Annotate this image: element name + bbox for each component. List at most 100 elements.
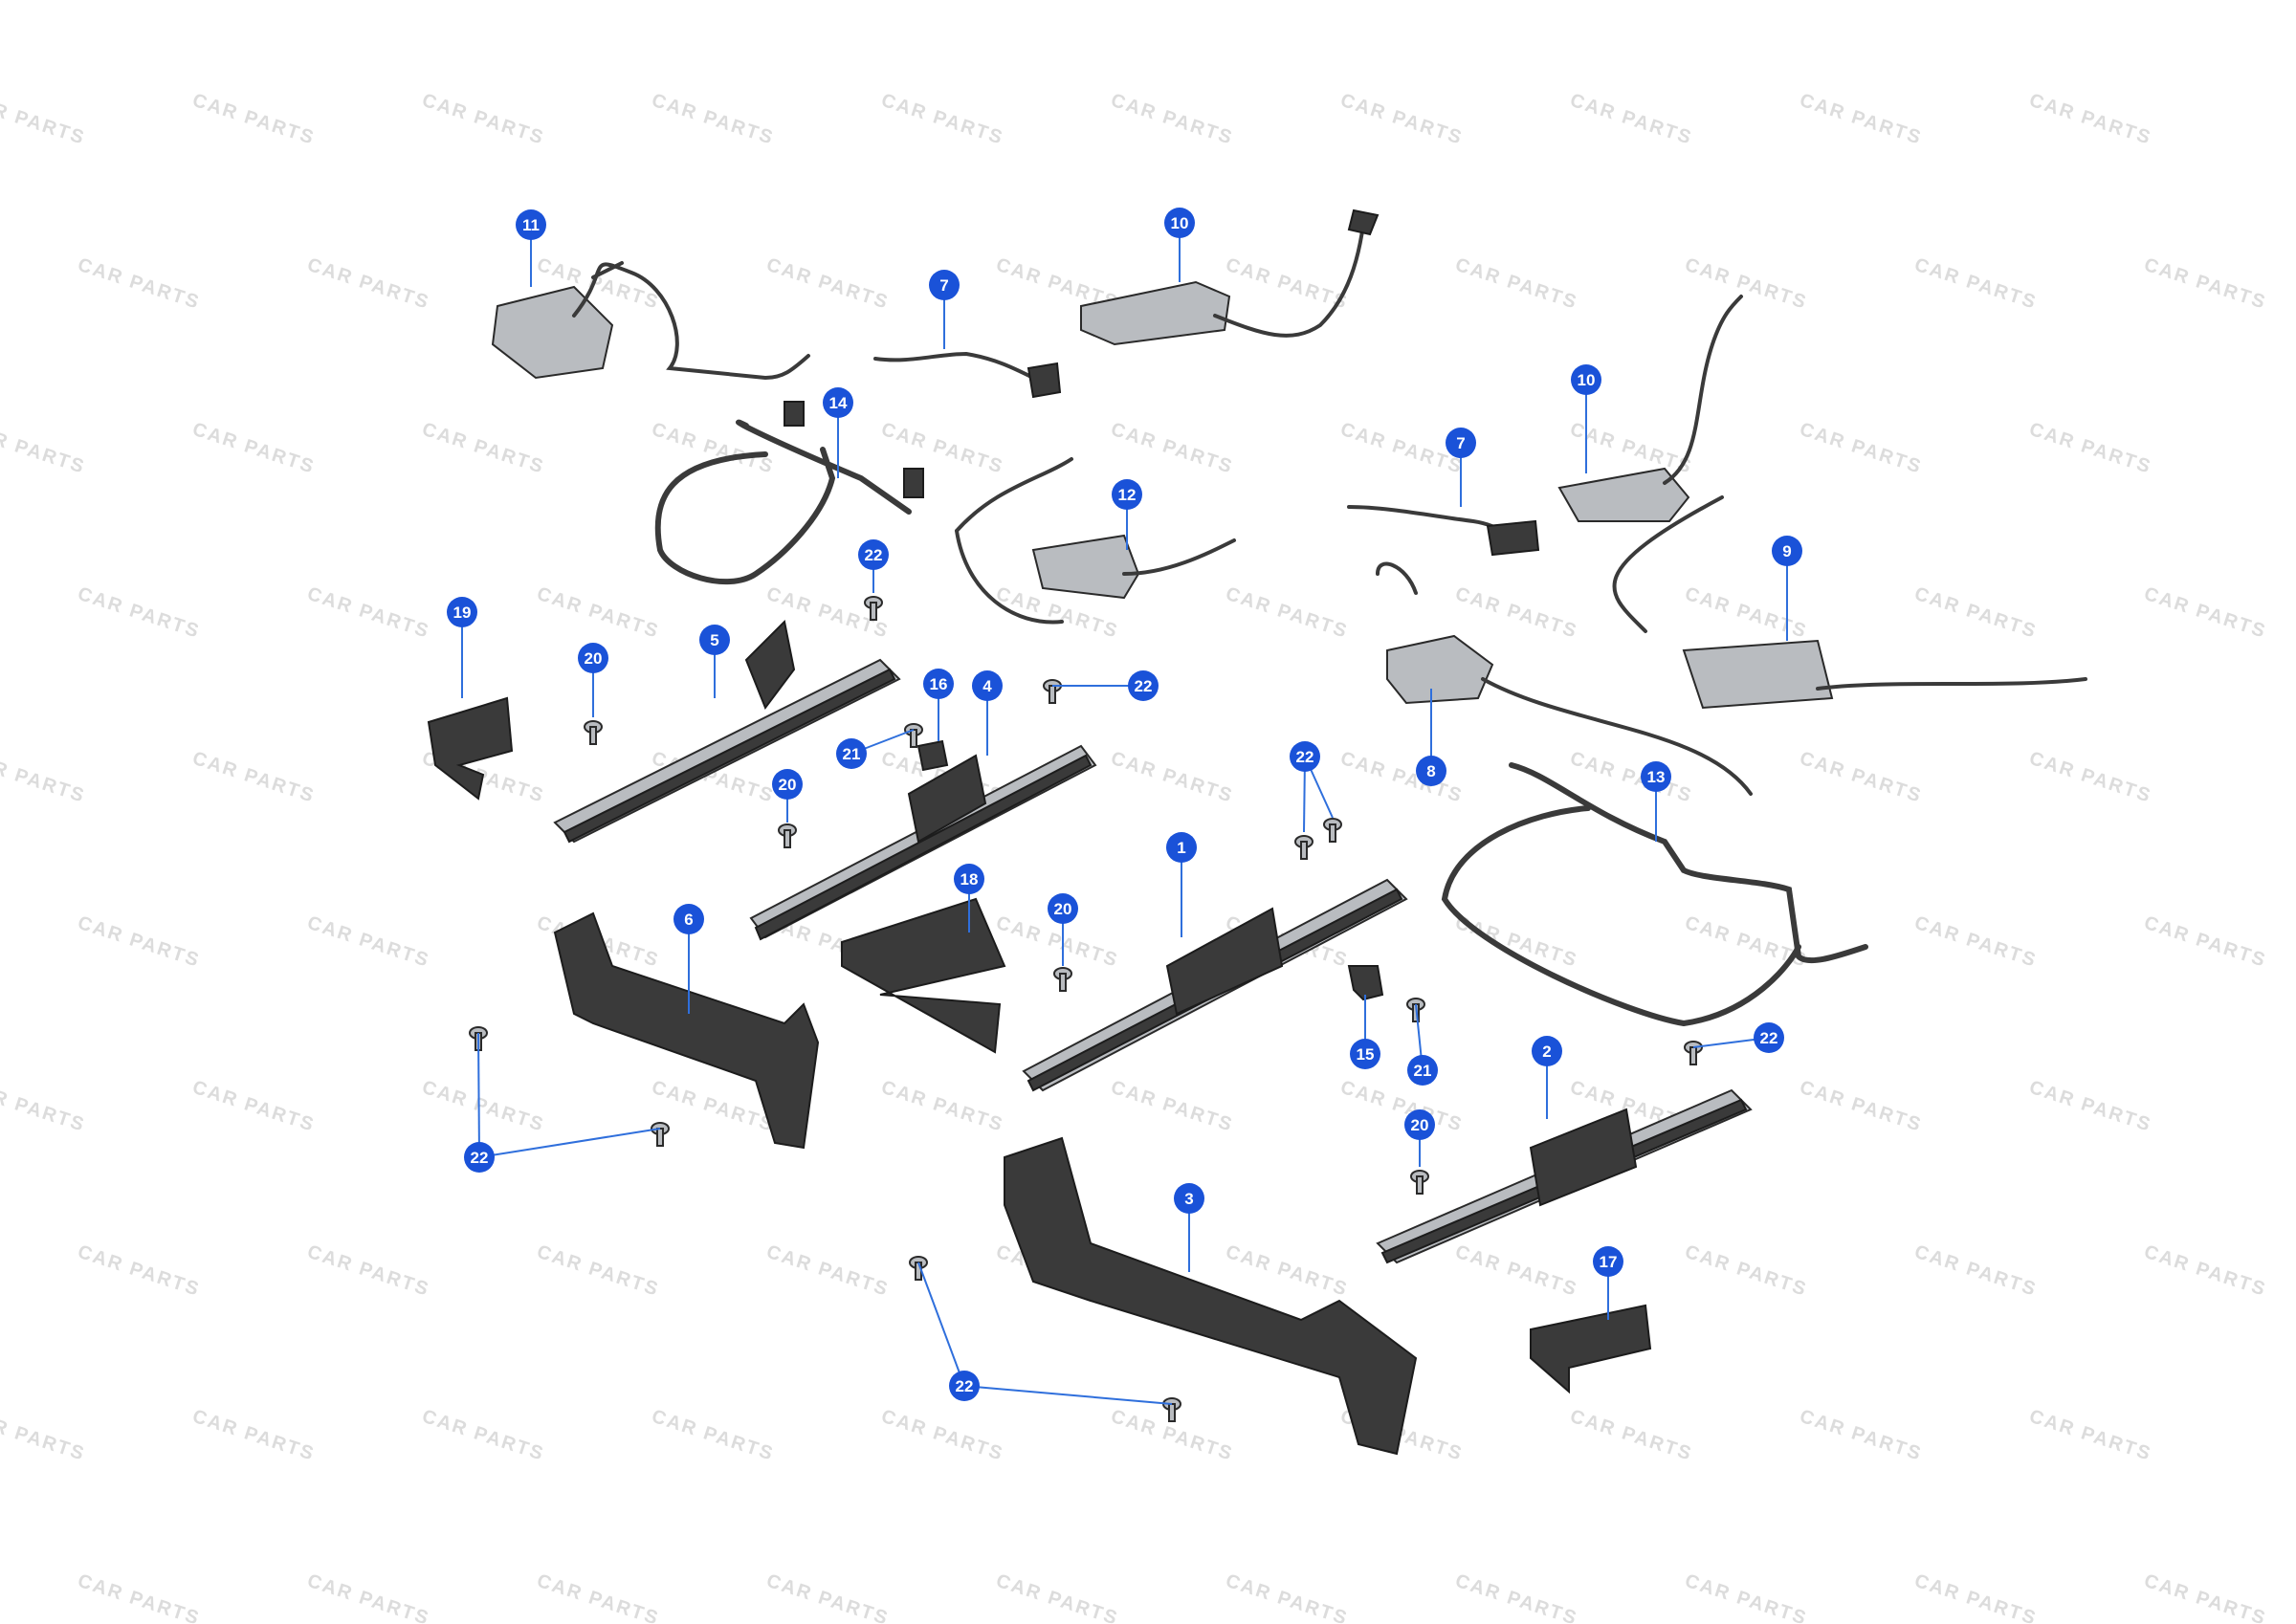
watermark-text: CAR PARTS xyxy=(0,1406,88,1465)
callout-circle xyxy=(1048,893,1078,924)
callout-circle xyxy=(1166,832,1197,863)
watermark-text: CAR PARTS xyxy=(2141,1570,2268,1624)
part-19-cover xyxy=(427,696,514,801)
callout-circle xyxy=(578,643,608,673)
bolt-icon xyxy=(651,1122,670,1147)
callout-circle xyxy=(1350,1039,1380,1069)
watermark-text: CAR PARTS xyxy=(1337,419,1465,478)
callout-number: 21 xyxy=(843,745,861,763)
watermark-text: CAR PARTS xyxy=(1911,1241,2039,1301)
callout-circle xyxy=(1571,364,1601,395)
watermark-text: CAR PARTS xyxy=(189,1077,317,1136)
watermark-text: CAR PARTS xyxy=(304,912,431,972)
callout-number: 7 xyxy=(1456,434,1465,452)
bolt-icon xyxy=(1053,967,1072,992)
watermark-text: CAR PARTS xyxy=(0,90,88,149)
callout-circle xyxy=(1112,479,1142,510)
watermark-text: CAR PARTS xyxy=(1797,90,1924,149)
callout-circle xyxy=(464,1142,495,1173)
callout-circle xyxy=(516,209,546,240)
watermark-text: CAR PARTS xyxy=(1797,1406,1924,1465)
watermark-text: CAR PARTS xyxy=(75,1241,202,1301)
bolt-icon xyxy=(1162,1397,1181,1422)
watermark-text: CAR PARTS xyxy=(534,1570,661,1624)
part-10-motor-top xyxy=(1080,208,1380,346)
callout-number: 20 xyxy=(1054,900,1072,918)
watermark-text: CAR PARTS xyxy=(304,1570,431,1624)
callout-4: 4 xyxy=(972,670,1003,701)
callout-19: 19 xyxy=(447,597,477,627)
part-7-harness-top xyxy=(873,351,1062,399)
parts-layer xyxy=(427,208,2087,1456)
watermark-text: CAR PARTS xyxy=(534,583,661,643)
callout-11: 11 xyxy=(516,209,546,240)
callout-21: 21 xyxy=(1407,1055,1438,1086)
watermark-text: CAR PARTS xyxy=(1223,1241,1350,1301)
watermark-text: CAR PARTS xyxy=(1452,1241,1579,1301)
callout-number: 14 xyxy=(829,394,848,412)
watermark-text: CAR PARTS xyxy=(2141,912,2268,972)
watermark-text: CAR PARTS xyxy=(1108,1077,1235,1136)
watermark-text: CAR PARTS xyxy=(189,1406,317,1465)
watermark-text: CAR PARTS xyxy=(419,419,546,478)
callout-20: 20 xyxy=(772,769,803,800)
watermark-text: CAR PARTS xyxy=(1682,1241,1809,1301)
watermark-text: CAR PARTS xyxy=(534,1241,661,1301)
watermark-text: CAR PARTS xyxy=(649,90,776,149)
part-2-seat-rail xyxy=(1376,1088,1753,1264)
callout-circle xyxy=(823,387,853,418)
callout-10: 10 xyxy=(1164,208,1195,238)
leader-line xyxy=(917,1262,965,1387)
part-6-crossmember xyxy=(553,911,820,1150)
bolt-icon xyxy=(778,823,797,848)
callout-circle xyxy=(836,738,867,769)
callout-circle xyxy=(1407,1055,1438,1086)
callout-20: 20 xyxy=(1048,893,1078,924)
bolt-icon xyxy=(584,720,603,745)
part-3-crossmember xyxy=(1004,1136,1418,1456)
leader-lines xyxy=(461,223,1788,1405)
callout-22: 22 xyxy=(1128,670,1159,701)
callout-circle xyxy=(1404,1109,1435,1140)
callout-22: 22 xyxy=(858,539,889,570)
callout-circle xyxy=(1593,1246,1623,1277)
watermark-text: CAR PARTS xyxy=(878,1077,1005,1136)
bolt-icon xyxy=(1323,818,1342,843)
watermark-text: CAR PARTS xyxy=(878,419,1005,478)
callout-circle xyxy=(972,670,1003,701)
watermark-text: CAR PARTS xyxy=(1911,1570,2039,1624)
callout-number: 5 xyxy=(710,631,718,649)
part-8-motor xyxy=(1376,561,1753,796)
watermark-text: CAR PARTS xyxy=(2026,90,2153,149)
callout-circle xyxy=(1174,1183,1204,1214)
watermark-text: CAR PARTS xyxy=(878,1406,1005,1465)
watermark-text: CAR PARTS xyxy=(1682,254,1809,314)
callout-22: 22 xyxy=(464,1142,495,1173)
watermark-text: CAR PARTS xyxy=(763,1241,891,1301)
callout-number: 6 xyxy=(684,911,693,929)
callout-number: 18 xyxy=(960,870,979,889)
callout-circle xyxy=(1290,741,1320,772)
watermark-text: CAR PARTS xyxy=(304,254,431,314)
watermark-text: CAR PARTS xyxy=(304,1241,431,1301)
callout-number: 2 xyxy=(1542,1042,1551,1061)
callout-3: 3 xyxy=(1174,1183,1204,1214)
watermark-text: CAR PARTS xyxy=(878,90,1005,149)
callout-number: 22 xyxy=(1296,748,1314,766)
watermark-text: CAR PARTS xyxy=(2141,254,2268,314)
watermark-text: CAR PARTS xyxy=(1911,583,2039,643)
part-13-wire-frame xyxy=(1441,762,1868,1027)
watermark-text: CAR PARTS xyxy=(1452,583,1579,643)
bolt-icon xyxy=(864,596,883,621)
part-18-cover xyxy=(841,897,1006,1054)
callout-circle xyxy=(858,539,889,570)
callout-17: 17 xyxy=(1593,1246,1623,1277)
callout-14: 14 xyxy=(823,387,853,418)
callout-22: 22 xyxy=(949,1371,980,1401)
callout-9: 9 xyxy=(1772,536,1802,566)
watermark-text: CAR PARTS xyxy=(993,1570,1120,1624)
part-11-motor xyxy=(491,261,810,381)
watermark-text: CAR PARTS xyxy=(1797,748,1924,807)
watermark-text: CAR PARTS xyxy=(419,1077,546,1136)
